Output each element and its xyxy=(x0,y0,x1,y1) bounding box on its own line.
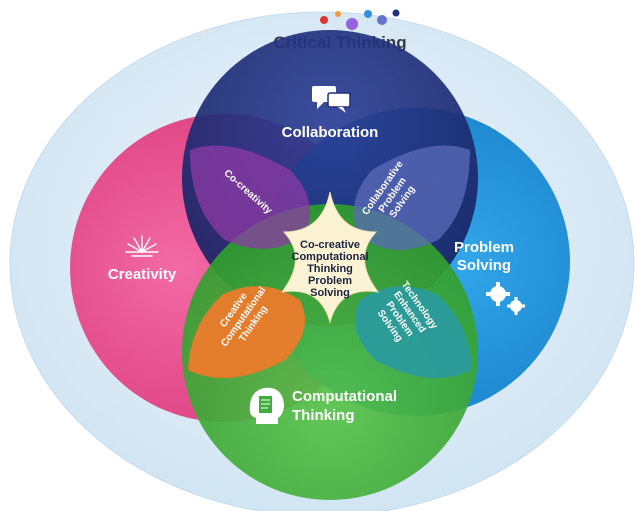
head-document-icon xyxy=(249,387,284,424)
center-label: Co-creative Computational Thinking Probl… xyxy=(292,239,369,299)
center-line: Solving xyxy=(310,287,350,299)
overlap-top-right xyxy=(353,145,470,250)
center-line: Problem xyxy=(308,275,352,287)
gears-icon xyxy=(486,282,525,315)
center-line: Thinking xyxy=(307,263,353,275)
dot xyxy=(335,11,341,17)
creativity-label: Creativity xyxy=(108,266,177,283)
dot xyxy=(364,10,372,18)
center-line: Computational xyxy=(292,251,369,263)
dot xyxy=(346,18,358,30)
computational-thinking-label-line2: Thinking xyxy=(292,407,355,424)
chat-bubbles-icon xyxy=(312,86,351,113)
dot xyxy=(392,9,400,17)
sparkle-burst-icon xyxy=(125,235,159,257)
overlap-bottom-right xyxy=(355,286,472,378)
dot xyxy=(320,16,328,24)
computational-thinking-label-line1: Computational xyxy=(292,388,397,405)
dot xyxy=(377,15,387,25)
collaboration-label: Collaboration xyxy=(282,124,379,141)
problem-solving-label-line2: Solving xyxy=(457,257,511,274)
overlap-top-left xyxy=(190,145,310,249)
computational-thinking-circle xyxy=(182,204,478,500)
center-star xyxy=(280,191,380,324)
overlap-bottom-left xyxy=(188,286,305,378)
center-line: Co-creative xyxy=(300,239,360,251)
problem-solving-label-line1: Problem xyxy=(454,239,514,256)
decorative-dots xyxy=(320,9,400,30)
